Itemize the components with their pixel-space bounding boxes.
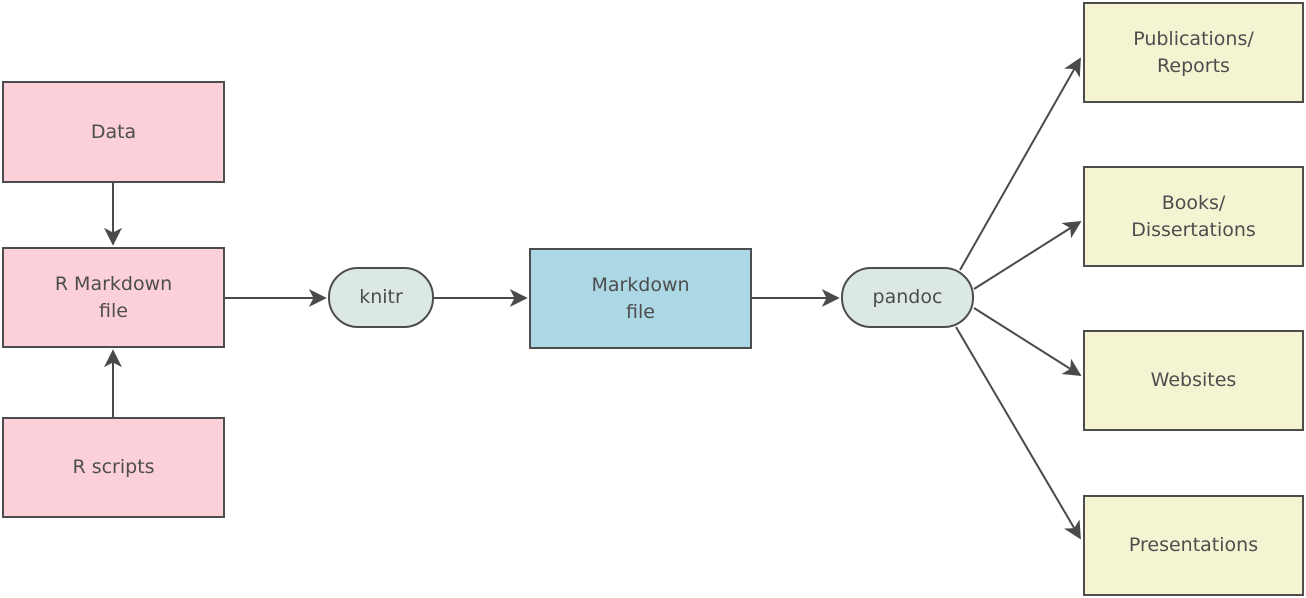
- edge-pandoc-to-presentations: [955, 326, 1081, 540]
- edge-pandoc-to-publications: [959, 57, 1081, 271]
- node-publications-reports: Publications/ Reports: [1083, 2, 1304, 103]
- node-data: Data: [2, 81, 225, 183]
- node-presentations: Presentations: [1083, 495, 1304, 596]
- node-data-label: Data: [90, 120, 137, 143]
- edge-pandoc-to-websites: [973, 307, 1082, 376]
- node-presentations-label: Presentations: [1128, 534, 1259, 557]
- node-websites: Websites: [1083, 330, 1304, 431]
- node-pandoc: pandoc: [841, 267, 974, 328]
- edge-pandoc-to-books: [973, 221, 1082, 290]
- node-knitr-label: knitr: [359, 286, 403, 309]
- node-r-markdown-file-label: R Markdown file: [54, 272, 173, 322]
- node-r-scripts-label: R scripts: [72, 456, 155, 479]
- node-publications-reports-label: Publications/ Reports: [1133, 27, 1254, 77]
- node-books-dissertations-label: Books/ Dissertations: [1131, 191, 1256, 241]
- node-r-markdown-file: R Markdown file: [2, 247, 225, 348]
- node-markdown-file-label: Markdown file: [591, 273, 690, 323]
- node-markdown-file: Markdown file: [529, 248, 752, 349]
- node-books-dissertations: Books/ Dissertations: [1083, 166, 1304, 267]
- node-websites-label: Websites: [1150, 369, 1237, 392]
- node-r-scripts: R scripts: [2, 417, 225, 518]
- node-pandoc-label: pandoc: [872, 286, 943, 309]
- node-knitr: knitr: [328, 267, 434, 328]
